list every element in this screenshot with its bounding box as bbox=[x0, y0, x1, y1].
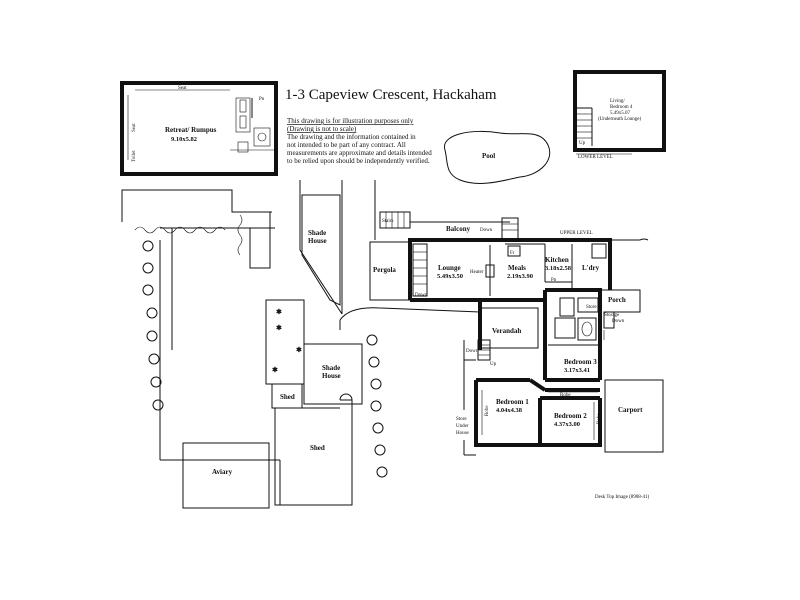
store-down-label: Down bbox=[612, 319, 625, 324]
store-under-line1: Store bbox=[456, 417, 467, 422]
pool: Pool bbox=[444, 130, 551, 184]
lower-level-building: Up Living/ Bedroom 4 5.49x5.07 (Undernea… bbox=[573, 70, 666, 160]
pergola-label: Pergola bbox=[373, 266, 396, 274]
retreat-seat-top: Seat bbox=[178, 86, 187, 91]
store-under-line2: Under bbox=[456, 424, 469, 429]
plants-strip: ✱ ✱ ✱ ✱ bbox=[265, 299, 305, 385]
kitchen-fridge-label: Fr bbox=[510, 251, 515, 256]
balcony-label: Balcony bbox=[446, 225, 471, 233]
shed-large-label: Shed bbox=[310, 444, 325, 452]
bedroom1-dims: 4.04x4.38 bbox=[496, 407, 523, 414]
svg-text:✱: ✱ bbox=[272, 366, 278, 374]
shade-house-2-line1: Shade bbox=[322, 364, 340, 372]
bedroom3-dims: 3.17x3.41 bbox=[564, 367, 590, 374]
retreat-seat-left: Seat bbox=[132, 123, 137, 132]
robe-1-label: Robe bbox=[560, 393, 571, 398]
shade-house-1-line1: Shade bbox=[308, 229, 326, 237]
aviary: Aviary bbox=[182, 442, 270, 509]
shade-house-2-line2: House bbox=[322, 372, 341, 380]
disclaimer-line-1: This drawing is for illustration purpose… bbox=[287, 117, 414, 125]
shade-house-2: Shade House bbox=[303, 343, 363, 405]
laundry-label: L'dry bbox=[582, 264, 600, 272]
kitchen-pantry-label: Pn bbox=[551, 278, 557, 283]
disclaimer-line-2: (Drawing is not to scale) bbox=[287, 125, 357, 133]
shade-house-1: Shade House bbox=[301, 194, 341, 306]
disclaimer-line-6: to be relied upon should be independentl… bbox=[287, 157, 430, 165]
robe-3-label: Robe bbox=[597, 413, 602, 424]
carport-label: Carport bbox=[618, 406, 643, 414]
bedroom1-label: Bedroom 1 bbox=[496, 398, 529, 406]
kitchen-label: Kitchen bbox=[545, 256, 569, 264]
lower-room-dims: 5.49x5.07 bbox=[610, 111, 631, 116]
pool-label: Pool bbox=[482, 152, 495, 160]
verandah-label: Verandah bbox=[492, 327, 521, 335]
lower-room-note: (Underneath Lounge) bbox=[598, 117, 642, 122]
verandah-down-label: Down bbox=[466, 349, 479, 354]
lower-level-caption: LOWER LEVEL bbox=[578, 155, 613, 160]
shed-small-label: Shed bbox=[280, 393, 295, 401]
retreat-label: Retreat/ Rumpus bbox=[165, 126, 217, 134]
lounge-label: Lounge bbox=[438, 264, 461, 272]
retreat-building: Seat Seat Toilet Pn Retreat/ Rumpus 9.10… bbox=[120, 81, 278, 176]
disclaimer-line-3: The drawing and the information containe… bbox=[287, 133, 416, 141]
verandah-up-label: Up bbox=[490, 362, 497, 367]
store-1-label: Store bbox=[586, 305, 597, 310]
svg-text:✱: ✱ bbox=[296, 346, 302, 354]
disclaimer-line-4: not intended to be part of any contract.… bbox=[287, 141, 406, 149]
aviary-label: Aviary bbox=[212, 468, 233, 476]
plan-title: 1-3 Capeview Crescent, Hackaham bbox=[285, 87, 497, 103]
robe-2-label: Robe bbox=[485, 405, 490, 416]
balcony-down-label: Down bbox=[480, 228, 493, 233]
garden-boundary bbox=[121, 180, 376, 506]
retreat-toilet: Toilet bbox=[132, 150, 137, 162]
bedroom2-label: Bedroom 2 bbox=[554, 412, 587, 420]
shade-house-1-line2: House bbox=[308, 237, 327, 245]
lower-up-label: Up bbox=[579, 141, 586, 146]
trees-right bbox=[366, 334, 388, 478]
lower-room-name-2: Bedroom 4 bbox=[610, 105, 633, 110]
porch-label: Porch bbox=[608, 296, 626, 304]
heater-label: Heater bbox=[470, 270, 484, 275]
svg-text:✱: ✱ bbox=[276, 324, 282, 332]
lower-room-name-1: Living/ bbox=[610, 99, 625, 104]
carport: Carport bbox=[604, 379, 664, 453]
trees-left bbox=[142, 240, 164, 411]
kitchen-dims: 3.18x2.58 bbox=[545, 265, 572, 272]
lounge-down-label: Down bbox=[415, 293, 428, 298]
svg-text:Storage: Storage bbox=[604, 313, 620, 318]
image-credit: Desk Top Image (8908-41) bbox=[595, 495, 649, 500]
store-under-line3: House bbox=[456, 431, 470, 436]
retreat-dims: 9.10x5.82 bbox=[171, 136, 197, 143]
bedroom2-dims: 4.37x3.00 bbox=[554, 421, 580, 428]
main-house: Stairs Balcony Down UPPER LEVEL Pergola … bbox=[339, 211, 649, 456]
disclaimer-line-5: measurements are approximate and details… bbox=[287, 149, 432, 157]
bedroom3-label: Bedroom 3 bbox=[564, 358, 597, 366]
shed-large: Shed bbox=[274, 393, 353, 506]
svg-text:✱: ✱ bbox=[276, 308, 282, 316]
lounge-dims: 5.49x3.50 bbox=[437, 273, 463, 280]
meals-dims: 2.19x3.90 bbox=[507, 273, 533, 280]
svg-text:Stairs: Stairs bbox=[382, 219, 393, 224]
retreat-pantry: Pn bbox=[259, 97, 265, 102]
upper-level-label: UPPER LEVEL bbox=[560, 231, 593, 236]
shed-small: Shed bbox=[271, 383, 303, 409]
meals-label: Meals bbox=[508, 264, 526, 272]
